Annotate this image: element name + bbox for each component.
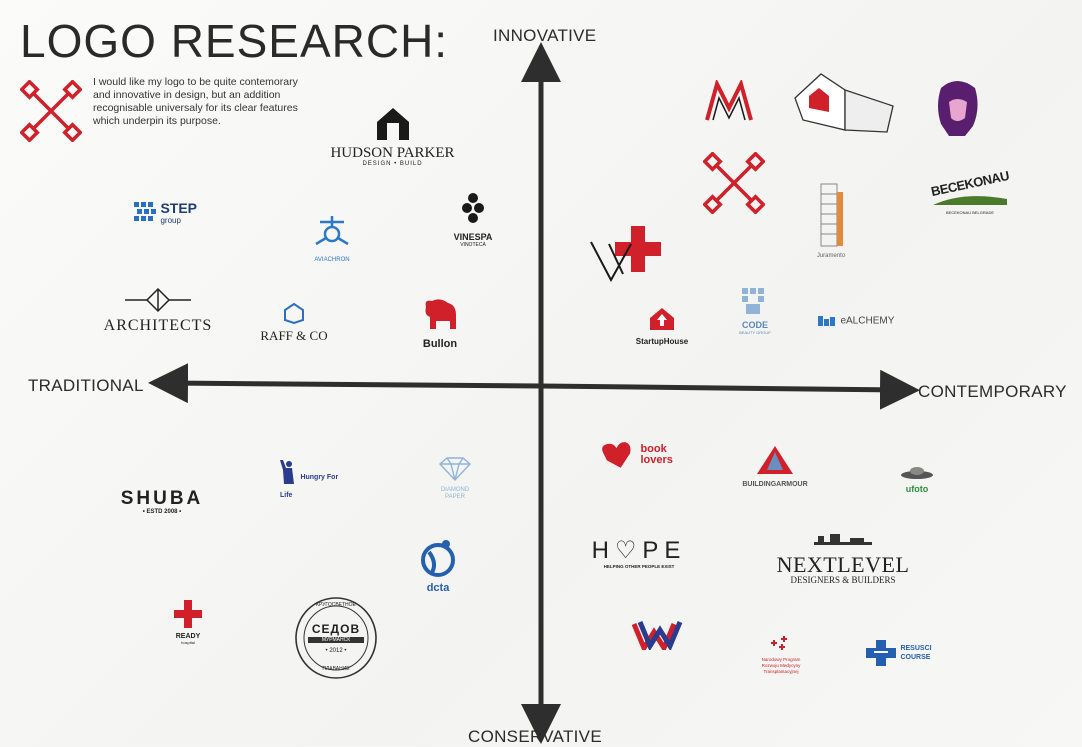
resusci-cross-icon [866, 640, 896, 666]
logo-sedov-badge: КРУГОСВЕТНОЕ СЕДОВ МУРМАНСК • 2012 • ПЛА… [294, 596, 378, 680]
logo-buildingarmour: BUILDINGARMOUR [730, 444, 820, 488]
m-arrow-logo-icon [705, 80, 753, 121]
dcta-figure-icon [421, 540, 455, 577]
startup-house-icon [650, 308, 674, 330]
hill-icon [933, 196, 1007, 205]
v-cross-logo-icon [590, 226, 661, 283]
aviachron-icon [315, 216, 349, 246]
red-cross-icon [174, 600, 202, 628]
ufo-icon [901, 467, 933, 479]
horizontal-axis-right [540, 369, 920, 410]
armour-triangle-icon [757, 446, 793, 474]
step-grid-icon [134, 202, 156, 221]
logo-transplant-program: Narodowy Program Rozwoju Medycyny Transp… [744, 636, 818, 675]
house-icon [376, 108, 409, 140]
logo-becekonau: BECEKONAU BECEKONAU BELGRADE [929, 167, 1011, 215]
logo-juramento: Juramento [806, 182, 856, 259]
page-title: LOGO RESEARCH: [20, 15, 449, 67]
portrait-logo-icon [938, 81, 978, 136]
cross-logo-icon [20, 80, 82, 142]
logo-step: STEP group [134, 201, 204, 226]
architects-icon [125, 287, 191, 313]
axis-label-right: CONTEMPORARY [918, 382, 1067, 401]
heart-book-icon [602, 442, 631, 468]
logo-nextlevel: NEXTLEVEL DESIGNERS & BUILDERS [770, 534, 916, 585]
paper-house-icon [794, 73, 894, 133]
code-blocks-icon [742, 288, 764, 314]
raff-house-icon [284, 302, 304, 325]
person-raising-hand-icon [280, 460, 294, 484]
cross-logo-icon-2 [703, 152, 765, 214]
diamond-icon [438, 457, 472, 482]
grapes-icon [462, 193, 484, 223]
logo-ufoto: ufoto [894, 466, 940, 494]
horizontal-axis-left [148, 363, 542, 404]
logo-dcta: dcta [418, 538, 458, 594]
axis-label-top: INNOVATIVE [493, 26, 597, 45]
logo-diamond-paper: DIAMOND PAPER [430, 456, 480, 500]
tower-icon [820, 183, 843, 247]
w-logo-icon [632, 621, 683, 650]
intro-text: I would like my logo to be quite contemo… [93, 76, 298, 127]
logo-startup-house: StartupHouse [632, 306, 692, 346]
logo-aviachron: AVIACHRON [308, 214, 356, 263]
logo-ealchemy: eALCHEMY [818, 312, 908, 330]
logo-hudson-parker: HUDSON PARKER DESIGN • BUILD [330, 105, 455, 167]
badge-ring-icon [295, 597, 377, 679]
transplant-crosses-icon [771, 636, 787, 650]
logo-shuba: SHUBA • ESTD 2008 • [120, 488, 204, 516]
logo-ready: READY hospital [168, 600, 208, 645]
logo-raff: RAFF & CO [254, 302, 334, 342]
bull-icon [425, 299, 456, 329]
building-silhouette-icon [814, 534, 872, 545]
logo-vinespa: VINESPA VINOTECA [445, 192, 501, 248]
logo-code: CODE BEAUTY GROUP [733, 286, 777, 335]
logo-architects: ARCHITECTS [98, 287, 218, 334]
axis-label-left: TRADITIONAL [28, 376, 144, 395]
logo-hungry-for-life: Hungry For Life [280, 460, 342, 502]
logo-bullon: Bullon [414, 297, 466, 350]
logo-hope: H♡PE HELPING OTHER PEOPLE EXIST [591, 537, 687, 570]
ealchemy-icon [818, 315, 835, 326]
axis-label-bottom: CONSERVATIVE [468, 727, 602, 746]
